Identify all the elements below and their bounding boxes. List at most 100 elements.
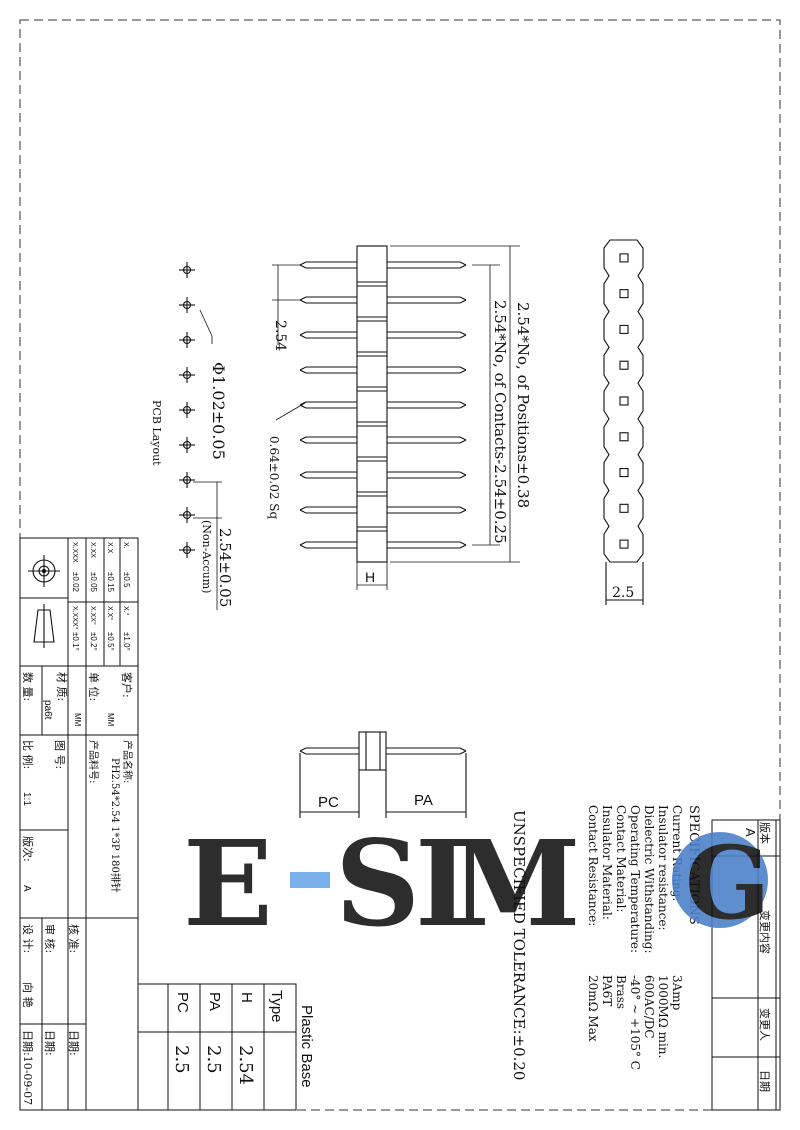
spec-label: Operating Temperature: (628, 805, 642, 953)
contact-square (619, 432, 629, 442)
spec-value: 20mΩ Max (586, 975, 600, 1042)
plastic-base-type-header: Type (268, 990, 285, 1023)
plastic-base-type: PC (174, 992, 191, 1013)
pin (299, 366, 467, 374)
spec-value: 600AC/DC (642, 975, 656, 1039)
tolerance-cell: X.XXX° (71, 606, 79, 630)
dim-pc: PC (318, 794, 339, 811)
pin (299, 261, 467, 269)
tb-scale-value: 1:1 (21, 792, 32, 806)
tb-scale-label: 比 例: (21, 740, 35, 769)
plastic-base-title: Plastic Base (298, 1005, 315, 1088)
front-view (299, 245, 467, 563)
front-dimensions (272, 245, 520, 590)
svg-text:I: I (415, 814, 470, 953)
rev-version-value: A (743, 828, 758, 837)
watermark-logo: E S I M G (183, 814, 770, 953)
dim-hole: Φ1.02±0.05 (209, 362, 228, 460)
tb-product-name-label: 产品名称: (121, 740, 134, 783)
spec-label: Contact Material: (614, 805, 628, 912)
tolerance-cell: ±1.0° (122, 632, 131, 651)
pcb-hole-icon (179, 262, 195, 278)
tolerance-cell: ±0.15 (106, 572, 115, 593)
top-view (603, 239, 644, 605)
pin (299, 471, 467, 479)
tb-version-value: A (21, 885, 32, 892)
pcb-layout (179, 262, 195, 558)
tb-unit-value-2: MM (73, 713, 82, 727)
tolerance-table: X.±0.5X.°±1.0°X.X±0.15X.X°±0.5°X.XX±0.05… (71, 542, 131, 651)
tb-date-label-2: 日期: (43, 1030, 56, 1056)
tolerance-cell: X.XXX (71, 542, 78, 563)
tolerance-cell: X.XX (89, 542, 96, 558)
tolerance-cell: X.XX° (89, 606, 97, 625)
tb-unit-value: MM (106, 713, 115, 727)
plastic-base-value: 2.5 (203, 1045, 224, 1074)
dim-contacts: 2.54*No, of Contacts-2.54±0.25 (491, 300, 509, 544)
tb-date-label-1: 日期: (67, 1030, 80, 1056)
spec-value: -40° ~ +105° C (628, 975, 642, 1070)
dim-non-accum: (Non-Accum) (200, 520, 213, 593)
contact-square (619, 503, 629, 513)
tolerance-cell: ±0.02 (71, 572, 80, 593)
spec-value: PA6T (600, 975, 614, 1006)
dim-pa: PA (414, 792, 433, 809)
spec-label: Contact Resistance: (586, 805, 600, 926)
title-block (19, 537, 139, 1111)
pin (299, 541, 467, 549)
tolerance-cell: ±0.1° (71, 632, 80, 651)
rev-header-content: 变更内容 (758, 910, 772, 954)
tb-review-label: 审 核: (43, 924, 57, 953)
body-notches (357, 281, 387, 532)
contact-square (619, 324, 629, 334)
pin (299, 401, 467, 409)
tolerance-cell: X.° (122, 606, 130, 616)
plastic-base-type: H (238, 992, 255, 1003)
contact-square (619, 539, 629, 549)
svg-text:M: M (450, 814, 581, 953)
plastic-base-type: PA (206, 992, 223, 1011)
unspecified-tolerance: UNSPECIFIED TOLERANCE:±0.20 (510, 810, 528, 1080)
spec-value: 3Amp (670, 975, 684, 1011)
pcb-hole-icon (179, 507, 195, 523)
dim-pin-sq: 0.64±0.02 Sq (267, 436, 281, 520)
tb-version-label: 版次: (21, 836, 35, 862)
tolerance-cell: X.X (106, 542, 113, 554)
contact-square (619, 360, 629, 370)
tolerance-cell: X.X° (106, 606, 114, 620)
spec-label: Dielectric Withstanding: (642, 805, 656, 954)
tolerance-cell: ±0.05 (89, 572, 98, 593)
plastic-base-value: 2.5 (171, 1045, 192, 1074)
contact-square (619, 289, 629, 299)
tb-unit-label: 单 位: (87, 672, 101, 701)
pin (299, 296, 467, 304)
tb-drawing-no-label: 图 号: (53, 740, 66, 769)
spec-label: Insulator Material: (600, 805, 614, 920)
dim-positions: 2.54*No, of Positions±0.38 (514, 302, 532, 508)
pin (299, 436, 467, 444)
dim-pitch: 2.54 (272, 320, 288, 351)
side-view (299, 731, 467, 818)
pin (299, 331, 467, 339)
svg-text:S: S (335, 814, 420, 953)
pcb-layout-label: PCB Layout (150, 400, 163, 466)
pcb-hole-icon (179, 297, 195, 313)
pcb-hole-icon (179, 472, 195, 488)
dim-h: H (365, 569, 375, 585)
tb-product-name-value: PH2.54*2.54 1*3P 180排针 (109, 758, 122, 893)
pin-group (299, 261, 467, 549)
spec-label: Insulator resistance: (656, 805, 670, 931)
pin (299, 506, 467, 514)
plastic-base-table (137, 983, 297, 1111)
projection-symbol-icon (28, 555, 60, 587)
pcb-hole-icon (179, 542, 195, 558)
pcb-hole-icon (179, 402, 195, 418)
spec-value: Brass (614, 975, 628, 1009)
tolerance-cell: ±0.5° (106, 632, 115, 651)
contact-square (619, 396, 629, 406)
pcb-hole-icon (179, 437, 195, 453)
tb-quantity-label: 数 量: (21, 672, 34, 701)
tb-date-value: 日期:10-09-07 (21, 1030, 34, 1105)
